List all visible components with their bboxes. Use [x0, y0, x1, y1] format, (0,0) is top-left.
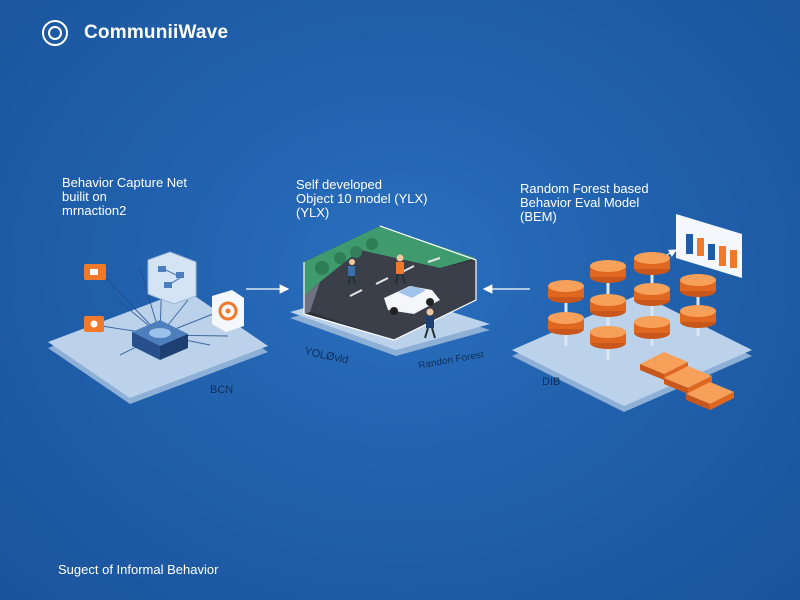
brand-name: CommuniiWave [84, 22, 229, 43]
module-bcn-title-line: Behavior Capture Net [62, 175, 188, 190]
platform-tag-bcn: BCN [210, 384, 234, 396]
orange-block [664, 366, 712, 394]
module-bem-title-line: Behavior Eval Model [520, 195, 640, 210]
module-bem-title-line: (BEM) [520, 209, 557, 224]
camera-card-icon [84, 316, 104, 332]
module-bcn-title-line: mrnaction2 [62, 203, 127, 218]
workflow-card-icon [147, 251, 197, 305]
module-bcn-title-line: builit on [62, 189, 107, 204]
decision-tree-disc [680, 305, 716, 328]
module-ylx-title-line: Object 10 model (YLX) [296, 191, 428, 206]
network-hub-icon [132, 320, 188, 360]
module-bem-title-line: Random Forest based [520, 181, 649, 196]
decision-tree-disc [680, 274, 716, 336]
module-ylx-title-line: Self developed [296, 177, 383, 192]
decision-tree-disc [634, 283, 670, 306]
decision-tree-disc [634, 316, 670, 339]
gear-card-icon [212, 290, 244, 332]
pedestrian-icon [348, 259, 356, 285]
decision-tree-disc [590, 260, 626, 360]
footer-caption: Sugect of Informal Behavior [58, 562, 219, 577]
module-ylx-title: Self developed Object 10 model (YLX) (YL… [296, 178, 428, 220]
car-icon [384, 286, 440, 315]
target-ring-icon [42, 20, 68, 46]
module-bcn-title: Behavior Capture Net builit on mrnaction… [62, 176, 187, 218]
camera-card-icon [84, 264, 106, 280]
street-scene [303, 225, 477, 341]
decision-tree-disc [548, 312, 584, 346]
pedestrian-icon [424, 308, 436, 339]
bar-chart-card [676, 214, 742, 278]
module-bem-title: Random Forest based Behavior Eval Model … [520, 182, 649, 224]
orange-block [686, 382, 734, 410]
decision-tree-disc [590, 326, 626, 349]
platform-tag-bem: DIB [542, 376, 561, 388]
decision-tree-disc [590, 294, 626, 317]
brand: CommuniiWave [40, 18, 228, 48]
module-ylx-title-line: (YLX) [296, 205, 330, 220]
pedestrian-icon [395, 254, 406, 285]
